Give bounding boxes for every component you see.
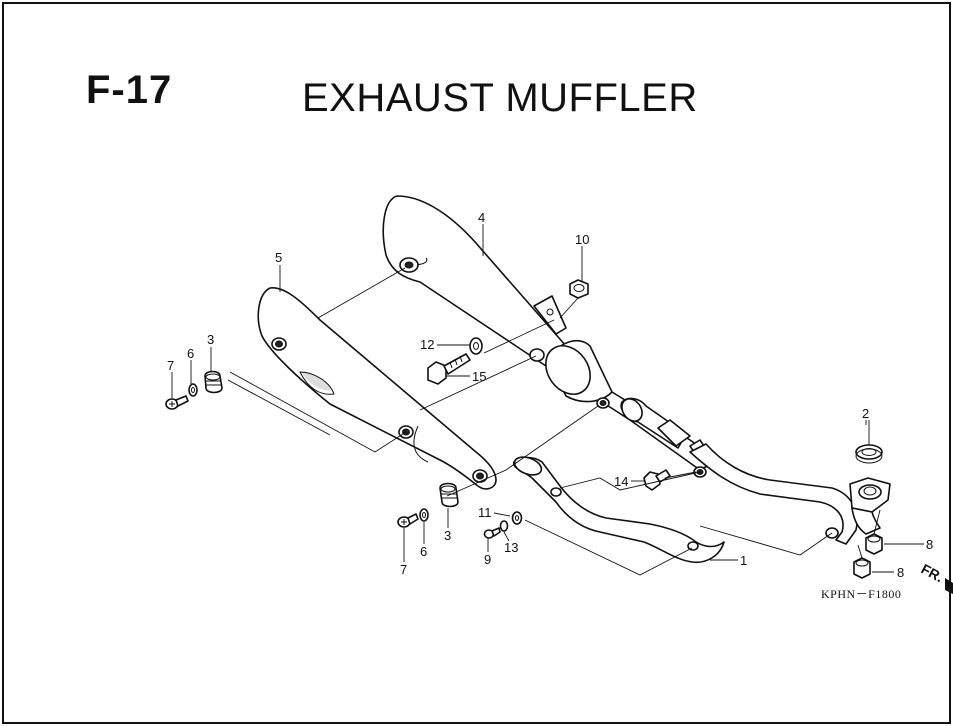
bolt-part-7-upper (165, 395, 189, 410)
callout-2: 2 (862, 406, 869, 421)
callout-7-upper: 7 (167, 358, 174, 373)
callout-10: 10 (575, 232, 589, 247)
callout-8-lower: 8 (897, 565, 904, 580)
bolt-part-7-lower (397, 513, 419, 528)
callout-14: 14 (614, 474, 628, 489)
nut-part-8-lower (853, 557, 871, 579)
callout-1: 1 (740, 553, 747, 568)
exhaust-pipe (689, 443, 891, 545)
page-title: EXHAUST MUFFLER (302, 76, 698, 120)
callout-13: 13 (504, 540, 518, 555)
heat-shield-part-5 (257, 287, 497, 490)
callout-3-upper: 3 (207, 332, 214, 347)
callout-11: 11 (478, 505, 492, 520)
gasket-part-2 (855, 444, 883, 464)
front-direction-label: FR. (919, 561, 946, 586)
pipe-protector-part-1 (512, 456, 725, 564)
callout-6-upper: 6 (187, 346, 194, 361)
bolt-part-15 (427, 353, 471, 385)
section-code: F-17 (86, 68, 173, 112)
washer-part-6-upper (188, 383, 198, 397)
nut-part-8-upper (865, 533, 883, 555)
washer-part-11 (511, 511, 523, 525)
callout-8-upper: 8 (926, 537, 933, 552)
callout-9: 9 (484, 552, 491, 567)
callout-4: 4 (478, 210, 485, 225)
nut-part-10 (569, 279, 589, 299)
collar-part-3-upper (204, 370, 223, 394)
callout-7-lower: 7 (400, 562, 407, 577)
callout-labels: 4 5 10 12 15 14 3 6 7 3 6 7 9 13 11 1 2 … (167, 210, 933, 580)
washer-part-13 (499, 520, 509, 532)
diagram-code: KPHN－F1800 (821, 587, 901, 601)
washer-part-6-lower (419, 508, 429, 522)
callout-6-lower: 6 (420, 544, 427, 559)
callout-leaders (171, 224, 924, 573)
bolt-part-14 (643, 469, 671, 491)
washer-part-12 (469, 337, 483, 355)
callout-3-lower: 3 (444, 528, 451, 543)
callout-5: 5 (275, 250, 282, 265)
screw-part-9 (483, 527, 501, 539)
callout-12: 12 (420, 337, 434, 352)
front-direction-marker: FR. (919, 561, 953, 594)
arrow-icon (945, 578, 953, 594)
callout-15: 15 (472, 369, 486, 384)
assembly-guide-lines (227, 267, 881, 576)
